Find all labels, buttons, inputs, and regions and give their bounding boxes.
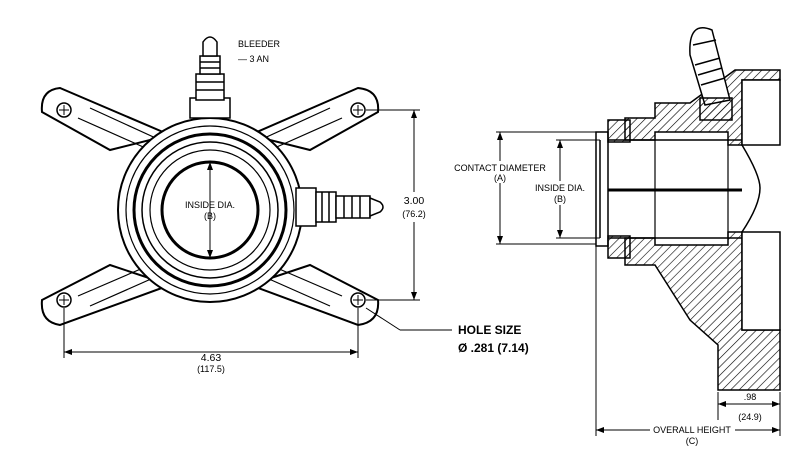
- flange-outline: [741, 79, 781, 331]
- width-dimension: [63, 308, 359, 358]
- side-inside-label-bg: [532, 181, 588, 205]
- bleeder-fitting: [189, 36, 231, 119]
- mounting-hole-top-right: [350, 102, 366, 118]
- overall-height-sublabel: (C): [686, 436, 699, 446]
- flange-ribs: [77, 107, 343, 307]
- side-inside-dia-dimension: [556, 139, 600, 239]
- height-in: 3.00: [404, 195, 425, 207]
- width-in: 4.63: [201, 352, 222, 364]
- mounting-flange: [40, 86, 380, 327]
- contact-diameter-label: CONTACT DIAMETER: [454, 163, 546, 173]
- overall-height-label: OVERALL HEIGHT: [653, 425, 731, 435]
- mounting-hole-bottom-right: [350, 292, 366, 308]
- flange-in: .98: [744, 392, 757, 402]
- bleeder-size: — 3 AN: [238, 54, 269, 64]
- contact-diameter-sublabel: (A): [494, 173, 506, 183]
- mounting-hole-bottom-left: [56, 292, 72, 308]
- inside-dia-dimension: [207, 162, 213, 258]
- overall-height-dimension: [595, 246, 780, 436]
- front-view: INSIDE DIA. (B) BLEEDER — 3 AN 3.00 (76.…: [40, 36, 529, 374]
- flange-thickness-dimension: [717, 392, 781, 436]
- bleeder-title: BLEEDER: [238, 39, 281, 49]
- hole-size-leader: [365, 307, 452, 331]
- side-bleeder: [689, 27, 733, 121]
- height-label-bg: [398, 192, 430, 222]
- inside-dia-sublabel: (B): [204, 211, 216, 221]
- side-port-fitting: [295, 187, 384, 227]
- width-mm: (117.5): [197, 364, 225, 374]
- mounting-hole-top-left: [56, 102, 72, 118]
- contact-label-bg: [452, 161, 548, 183]
- bore: [605, 139, 742, 239]
- side-view: CONTACT DIAMETER (A) INSIDE DIA. (B) .98…: [452, 27, 781, 446]
- contact-face: [595, 119, 631, 259]
- side-inside-dia-label: INSIDE DIA.: [535, 183, 585, 193]
- hole-size-value: Ø .281 (7.14): [458, 341, 529, 355]
- inside-dia-label: INSIDE DIA.: [185, 200, 235, 210]
- contact-diameter-dimension: [496, 131, 596, 245]
- hole-size-title: HOLE SIZE: [458, 323, 521, 337]
- side-inside-dia-sublabel: (B): [554, 194, 566, 204]
- flange-mm: (24.9): [738, 412, 762, 422]
- height-mm: (76.2): [402, 209, 426, 219]
